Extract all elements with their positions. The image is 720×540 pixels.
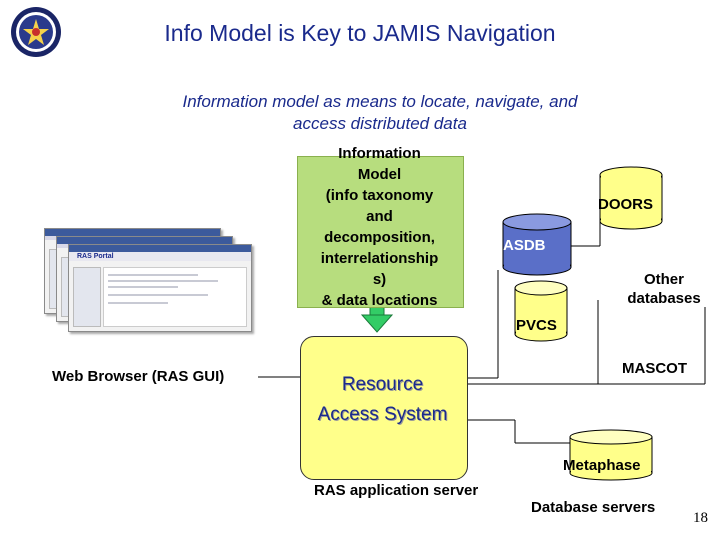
metaphase-label: Metaphase [563,457,641,474]
asdb-label: ASDB [503,237,546,254]
info-model-line: decomposition, [324,229,435,246]
browser-window-front: RAS Portal [68,244,252,332]
pvcs-cylinder [514,280,568,342]
info-model-line: & data locations [321,292,438,309]
other-db-label: Other databases [627,271,701,307]
metaphase-cylinder [569,429,653,481]
info-model-line: and [366,208,393,225]
ras-line-1: Resource [341,374,424,395]
mascot-label: MASCOT [622,360,687,377]
pvcs-label: PVCS [516,317,557,334]
doors-cylinder [599,166,663,230]
slide-title: Info Model is Key to JAMIS Navigation [164,20,556,46]
browser-stack: RAS Portal [44,228,262,332]
connector-lines [258,220,706,444]
subtitle-line-1: Information model as means to locate, na… [182,92,578,111]
info-model-box [297,156,464,308]
ras-line-2: Access System [317,404,448,425]
info-model-line: s) [372,271,387,288]
db-servers-caption: Database servers [531,499,656,516]
info-model-line: Information [338,145,421,162]
info-model-label: Information Model (info taxonomy and dec… [297,143,462,311]
info-model-line: (info taxonomy [325,187,434,204]
ras-caption: RAS application server [314,482,479,499]
subtitle-line-2: access distributed data [293,114,467,133]
ras-label: Resource Access System [290,370,475,430]
page-number: 18 [693,510,708,526]
slide-subtitle: Information model as means to locate, na… [100,91,660,135]
info-model-line: Model [357,166,402,183]
browser-caption: Web Browser (RAS GUI) [52,368,225,385]
asdb-cylinder [502,213,572,276]
ras-box [300,336,468,480]
seal-emblem-icon [11,7,61,57]
browser-window-title: RAS Portal [69,252,251,261]
doors-label: DOORS [598,196,654,213]
info-model-line: interrelationship [320,250,439,267]
